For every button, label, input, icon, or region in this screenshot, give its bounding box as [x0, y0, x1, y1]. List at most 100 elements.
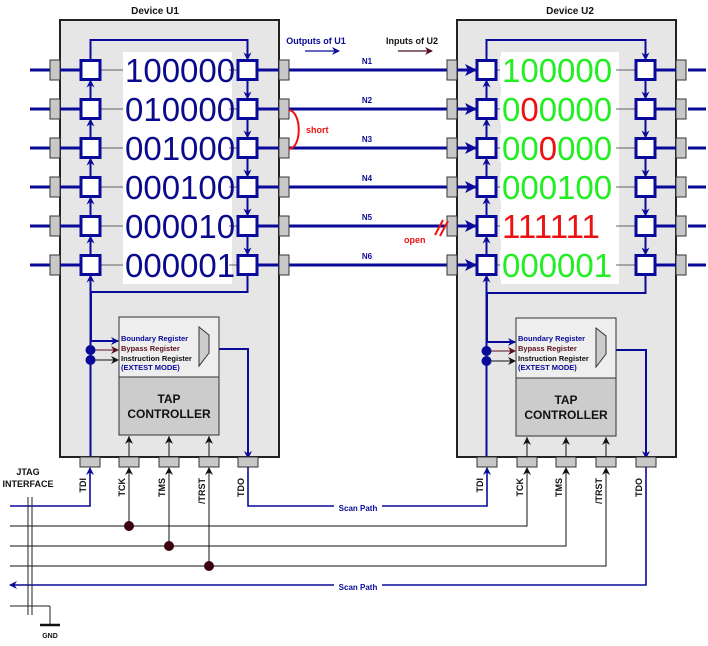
short-fault-mark	[288, 109, 300, 150]
u2-bit-bg	[500, 173, 616, 201]
u2-bit-bg	[500, 95, 616, 123]
u2-right-pin	[675, 98, 687, 120]
u2-pin-tck	[516, 456, 538, 468]
bit-segment: 0	[520, 91, 538, 128]
open-label: open	[404, 235, 426, 245]
bit-segment: 000001	[125, 247, 235, 284]
u1-pin-tck	[118, 456, 140, 468]
u1-right-pin	[278, 137, 290, 159]
bit-segment: 000100	[502, 169, 612, 206]
device-u1-title: Device U1	[131, 6, 179, 17]
u2-tap-label: TAP	[554, 393, 577, 407]
bit-segment: 0000	[539, 91, 612, 128]
u2-output-cell	[634, 137, 657, 159]
u1-register-block: Boundary Register Bypass Register Instru…	[118, 316, 220, 436]
u1-bit-bg	[123, 134, 229, 162]
jtag-label: JTAG	[16, 467, 39, 477]
u2-junction-dot	[481, 356, 492, 366]
u2-output-cell	[634, 98, 657, 120]
u2-right-pin	[675, 254, 687, 276]
u1-input-cell	[79, 98, 102, 120]
interface-label: INTERFACE	[2, 479, 53, 489]
u1-bit-bg	[123, 95, 229, 123]
u1-chain-top-loop	[89, 39, 252, 61]
u2-output-cell	[634, 254, 657, 276]
u1-left-pin	[49, 176, 61, 198]
bit-segment: 100000	[125, 52, 235, 89]
u1-output-cell	[236, 137, 259, 159]
u1-controller-label: CONTROLLER	[127, 407, 211, 421]
u2-bit-pattern-row-5: 111111	[502, 208, 600, 245]
u1-left-pin	[49, 215, 61, 237]
u1-left-pin	[49, 59, 61, 81]
u2-bit-pattern-row-4: 000100	[502, 169, 612, 206]
u1-bit-pattern-row-1: 100000	[125, 52, 235, 89]
u1-pin-label-tdi: TDI	[78, 478, 88, 493]
u1-bit-bg	[123, 212, 229, 240]
u2-bit-pattern-row-6: 000001	[502, 247, 612, 284]
junction-dot-trst	[204, 561, 214, 571]
u1-left-pin	[49, 98, 61, 120]
u2-right-pin	[675, 176, 687, 198]
u1-pin-label-trst: /TRST	[197, 477, 207, 504]
open-fault-mark	[434, 219, 449, 237]
scan-path-label-1: Scan Path	[339, 504, 378, 513]
u1-bit-pattern-row-4: 000100	[125, 169, 235, 206]
u2-bit-panel	[501, 52, 619, 284]
bit-segment: 00	[502, 130, 539, 167]
scan-path-u2-tdi	[382, 467, 491, 507]
u2-right-pin	[675, 137, 687, 159]
u1-bit-bg	[123, 173, 229, 201]
u2-pin-tdi	[476, 456, 498, 468]
u2-pin-label-tdi: TDI	[475, 478, 485, 493]
u1-pin-tdo	[237, 456, 259, 468]
u2-output-cell	[634, 215, 657, 237]
u1-input-cell	[79, 176, 102, 198]
junction-dot-tms	[164, 541, 174, 551]
u2-boundary-register: Boundary Register	[518, 334, 585, 343]
u2-pin-label-trst: /TRST	[594, 477, 604, 504]
u1-bit-pattern-row-5: 000010	[125, 208, 235, 245]
u2-pin-trst	[595, 456, 617, 468]
net-label-n2: N2	[362, 96, 373, 105]
u2-input-cell	[475, 137, 498, 159]
u2-input-cell	[475, 215, 498, 237]
u2-output-cell	[634, 176, 657, 198]
junction-dot-tck	[124, 521, 134, 531]
u2-input-cell	[475, 176, 498, 198]
u1-pin-trst	[198, 456, 220, 468]
u1-output-cell	[236, 176, 259, 198]
u2-bit-bg	[500, 212, 616, 240]
u2-register-block: Boundary Register Bypass Register Instru…	[515, 317, 617, 437]
u1-bit-pattern-row-6: 000001	[125, 247, 235, 284]
device-u2-title: Device U2	[546, 6, 594, 17]
u2-instruction-register: Instruction Register	[518, 354, 589, 363]
u1-tap-label: TAP	[157, 392, 180, 406]
u1-mux-to-tdo	[209, 348, 252, 459]
net-label-n3: N3	[362, 135, 373, 144]
u2-left-pin	[446, 176, 458, 198]
bit-segment: 0	[502, 91, 520, 128]
bit-segment: 000	[557, 130, 612, 167]
u2-pin-label-tms: TMS	[554, 478, 564, 497]
u1-bit-panel	[123, 52, 232, 284]
u2-pin-label-tck: TCK	[515, 478, 525, 497]
jtag-tck-wire	[10, 467, 531, 527]
u2-input-cell	[475, 254, 498, 276]
u1-pin-label-tck: TCK	[117, 478, 127, 497]
bit-segment: 000001	[502, 247, 612, 284]
bit-segment: 0	[539, 130, 557, 167]
scan-path-label-2: Scan Path	[339, 583, 378, 592]
bit-segment: 010000	[125, 91, 235, 128]
u1-junction-dot	[85, 355, 96, 365]
u1-bit-pattern-row-2: 010000	[125, 91, 235, 128]
u2-pin-tms	[555, 456, 577, 468]
u2-bit-pattern-row-3: 000000	[502, 130, 612, 167]
bit-segment: 100000	[502, 52, 612, 89]
u1-boundary-register: Boundary Register	[121, 334, 188, 343]
u2-output-cell	[634, 59, 657, 81]
inputs-of-u2-label: Inputs of U2	[386, 36, 438, 46]
u1-right-pin	[278, 59, 290, 81]
u2-chain-top-loop	[485, 39, 650, 61]
